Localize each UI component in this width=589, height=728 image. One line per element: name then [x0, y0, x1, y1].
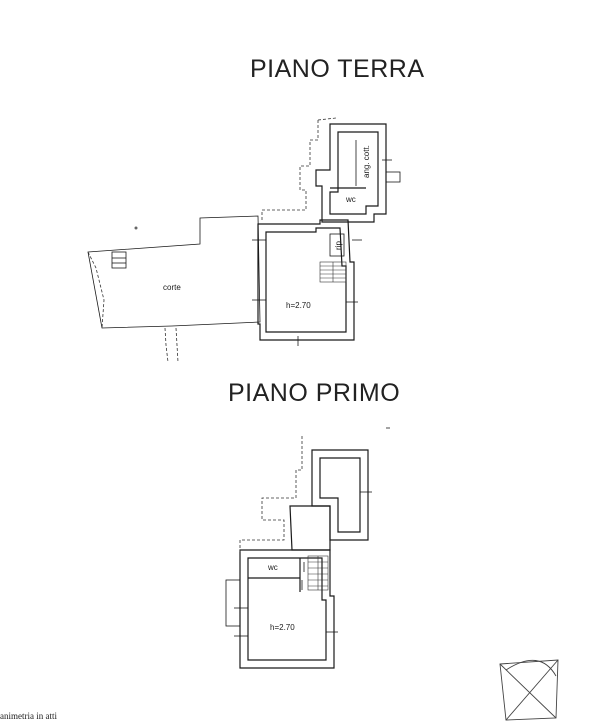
- footer-caption: animetria in atti: [0, 711, 57, 721]
- first-upper-wing-inner: [319, 457, 361, 533]
- courtyard-gate-dashed: [164, 327, 169, 363]
- floor-title-ground: PIANO TERRA: [250, 55, 425, 83]
- room-label-closet: rip.: [334, 239, 343, 250]
- ground-side-step: [385, 171, 401, 183]
- first-wall-ticks: [234, 427, 390, 637]
- courtyard-small-structure: [111, 251, 127, 269]
- ground-dashed-boundary: [261, 120, 319, 222]
- first-main-block-wall: [239, 549, 335, 669]
- courtyard-mark: [134, 226, 138, 230]
- ground-dashed-boundary-top: [317, 117, 337, 121]
- first-main-block-inner: [247, 557, 327, 661]
- ground-wall-ticks: [252, 159, 392, 346]
- ground-closet-outline: [329, 233, 345, 257]
- ground-stairs: [319, 261, 347, 283]
- first-balcony: [225, 579, 241, 627]
- ground-floor-plan: corte h=2.70 wc ang. cott. rip.: [87, 117, 401, 363]
- room-label-first-height: h=2.70: [270, 623, 295, 632]
- north-arrow-symbol: [499, 659, 559, 721]
- room-label-first-wc: wc: [267, 563, 278, 572]
- first-dashed-boundary: [239, 436, 303, 552]
- ground-main-room-wall: [257, 219, 355, 341]
- first-floor-plan: wc h=2.70: [225, 427, 390, 669]
- first-middle-wall: [289, 505, 331, 551]
- room-label-ground-height: h=2.70: [286, 301, 311, 310]
- courtyard-gate-dashed-2: [175, 327, 179, 363]
- ground-upper-wing-wall: [315, 123, 387, 223]
- floor-title-first: PIANO PRIMO: [228, 379, 401, 407]
- room-label-storage: ang. cott.: [362, 145, 371, 178]
- first-stairs: [307, 555, 329, 591]
- room-label-ground-wc: wc: [345, 195, 356, 204]
- ground-upper-wing-inner: [329, 131, 379, 215]
- room-label-corte: corte: [163, 283, 181, 292]
- courtyard-outline: [87, 215, 261, 329]
